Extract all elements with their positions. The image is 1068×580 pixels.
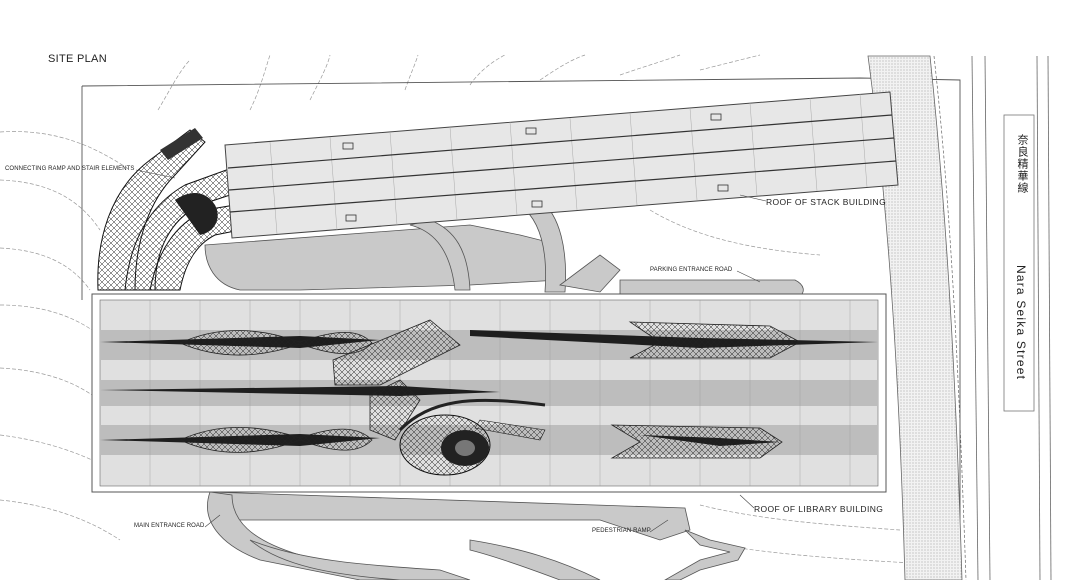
street-band — [867, 55, 1052, 580]
ground-paths — [204, 199, 804, 580]
leader-lines — [135, 169, 767, 533]
label-main-entrance-road: MAIN ENTRANCE ROAD — [134, 523, 205, 529]
label-roof-stack-building: ROOF OF STACK BUILDING — [766, 197, 887, 207]
spiral-stair — [398, 398, 546, 476]
drawing-title: SITE PLAN — [48, 53, 107, 65]
label-roof-library-building: ROOF OF LIBRARY BUILDING — [754, 504, 884, 514]
connecting-ramp-mesh — [97, 128, 246, 291]
label-parking-entrance-road: PARKING ENTRANCE ROAD — [650, 267, 733, 273]
label-street-name: Nara Seika Street — [1014, 265, 1028, 381]
label-pedestrian-ramp: PEDESTRIAN RAMP — [592, 528, 651, 534]
stack-building-roof — [224, 91, 899, 239]
label-railway-japanese: 奈良精華線 — [1016, 134, 1029, 194]
label-connecting-ramp: CONNECTING RAMP AND STAIR ELEMENTS — [5, 166, 135, 172]
library-building-roof — [91, 293, 887, 493]
